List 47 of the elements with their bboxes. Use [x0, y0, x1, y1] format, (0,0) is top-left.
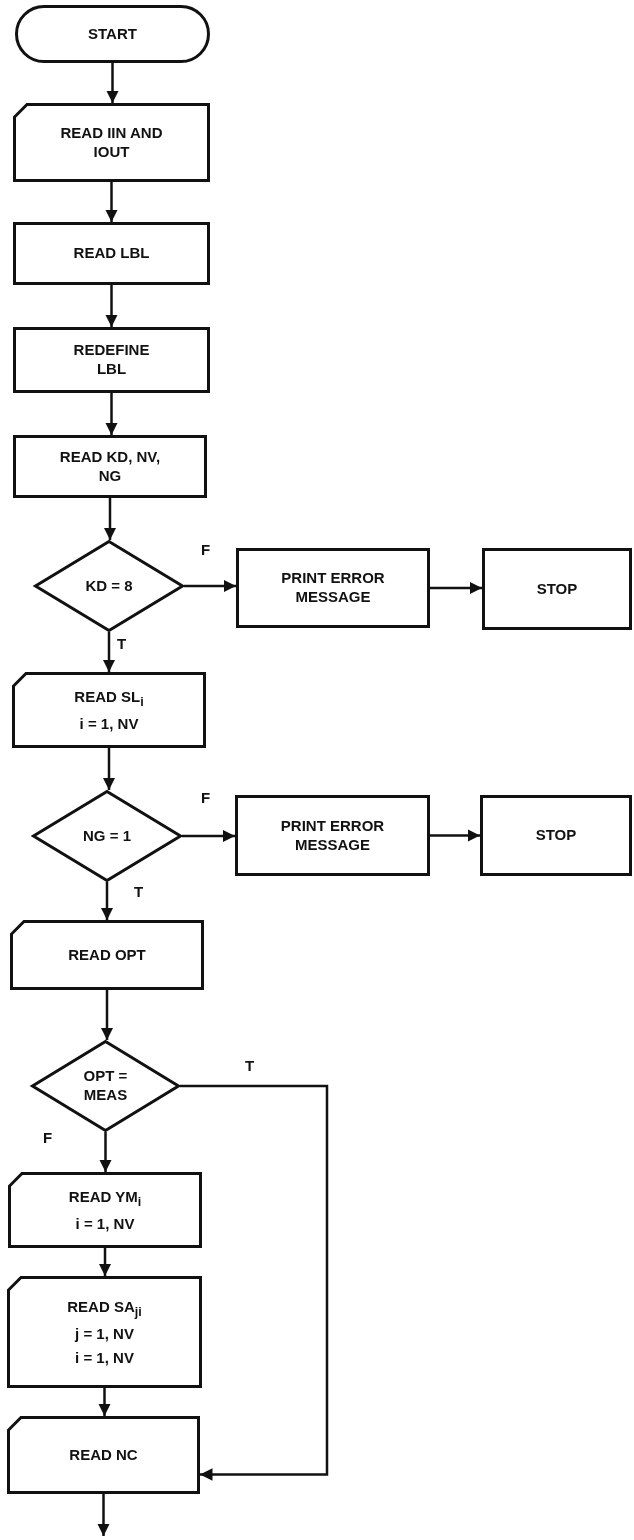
node-label: REDEFINE LBL [72, 341, 151, 379]
arrow [180, 1084, 329, 1481]
node-label: READ SL$_{i}$ [74, 686, 144, 711]
process-box [480, 795, 632, 876]
arrow [98, 1388, 111, 1416]
arrow [100, 990, 114, 1040]
arrow [97, 1494, 110, 1536]
arrow [105, 285, 118, 327]
node-label: NG = 1 [83, 826, 131, 846]
process-box [13, 435, 207, 498]
arrow [105, 182, 118, 222]
arrow [100, 882, 114, 920]
process-box [13, 327, 210, 393]
index-range-text: i = 1, NV [75, 1347, 134, 1368]
node-label: PRINT ERROR MESSAGE [279, 816, 386, 855]
index-range-text: i = 1, NV [75, 1214, 135, 1235]
process-box [482, 548, 632, 630]
arrow [103, 498, 117, 540]
node-label: READ KD, NV, NG [58, 447, 162, 486]
node-label: READ OPT [68, 945, 146, 965]
node-label: READ IIN AND IOUT [59, 123, 164, 162]
terminator-shape [15, 5, 210, 63]
node-label: START [88, 24, 137, 44]
arrow [105, 393, 118, 435]
arrow [184, 579, 236, 593]
index-range-text: j = 1, NV [75, 1324, 134, 1345]
node-label: READ SA$_{ji}$ [67, 1297, 142, 1322]
arrow [102, 748, 116, 790]
arrow [430, 581, 482, 595]
process-box [236, 548, 430, 628]
arrow [102, 632, 116, 672]
index-range-text: i = 1, NV [79, 714, 139, 735]
arrow [106, 63, 119, 103]
node-label: STOP [535, 826, 577, 845]
node-label: READ NC [69, 1445, 138, 1465]
node-label: PRINT ERROR MESSAGE [280, 569, 386, 607]
process-box [13, 222, 210, 285]
node-label: READ LBL [73, 244, 150, 263]
arrow [182, 829, 235, 843]
arrow [430, 829, 480, 842]
process-box [235, 795, 430, 876]
node-label: READ YM$_{i}$ [68, 1186, 142, 1211]
node-label: OPT = MEAS [82, 1067, 129, 1105]
node-label: KD = 8 [85, 576, 133, 596]
arrow [99, 1132, 112, 1172]
node-label: STOP [536, 579, 578, 599]
arrow [98, 1248, 112, 1276]
